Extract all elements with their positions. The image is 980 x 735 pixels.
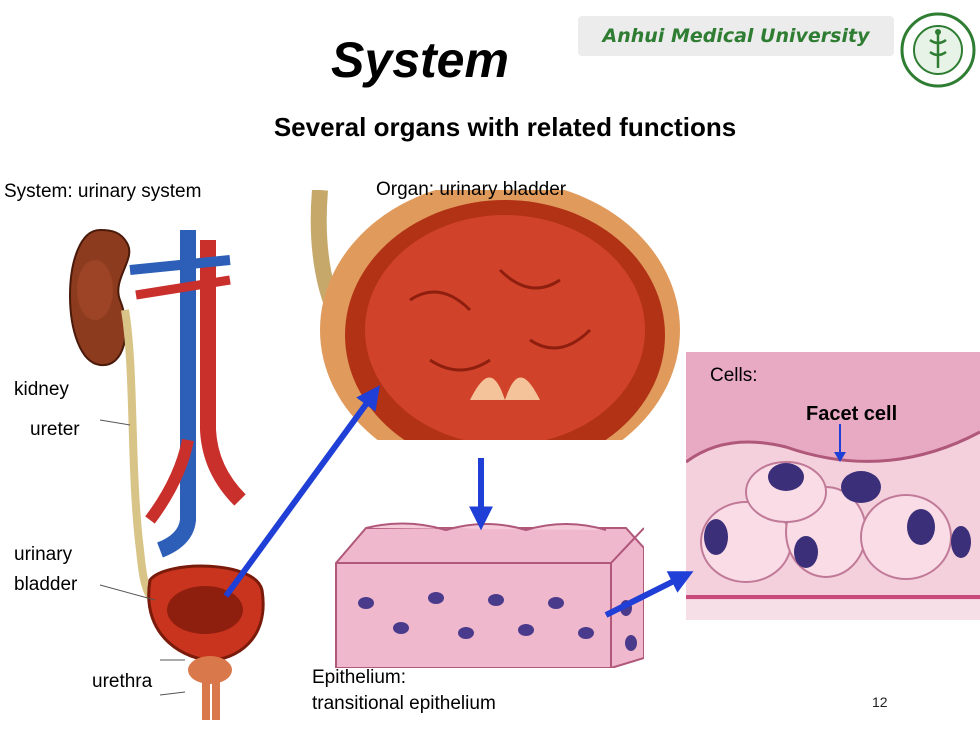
- epithelium-caption-line2: transitional epithelium: [312, 693, 496, 714]
- bladder-section-illustration: [300, 190, 680, 455]
- epithelium-illustration: [335, 522, 644, 668]
- urethra-label: urethra: [92, 671, 153, 692]
- facet-cell-label: Facet cell: [806, 403, 898, 425]
- cells-caption: Cells:: [710, 365, 758, 386]
- bladder-label-line1: urinary: [14, 544, 73, 565]
- university-seal-icon: [900, 12, 976, 88]
- cells-illustration: [686, 352, 980, 620]
- slide-subtitle: Several organs with related functions: [273, 112, 737, 142]
- urinary-bladder-label: urinary bladder: [14, 540, 77, 600]
- ureter-label: ureter: [30, 419, 80, 440]
- system-caption: System: urinary system: [4, 181, 202, 202]
- slide-title: System: [331, 32, 509, 88]
- urinary-system-illustration: [69, 228, 265, 720]
- university-banner: Anhui Medical University: [578, 16, 894, 56]
- bladder-label-line2: bladder: [14, 574, 78, 595]
- epithelium-caption-line1: Epithelium:: [312, 667, 406, 688]
- page-number: 12: [872, 694, 888, 710]
- organ-caption: Organ: urinary bladder: [376, 179, 567, 200]
- epithelium-caption: Epithelium: transitional epithelium: [312, 665, 496, 717]
- kidney-label: kidney: [14, 379, 69, 400]
